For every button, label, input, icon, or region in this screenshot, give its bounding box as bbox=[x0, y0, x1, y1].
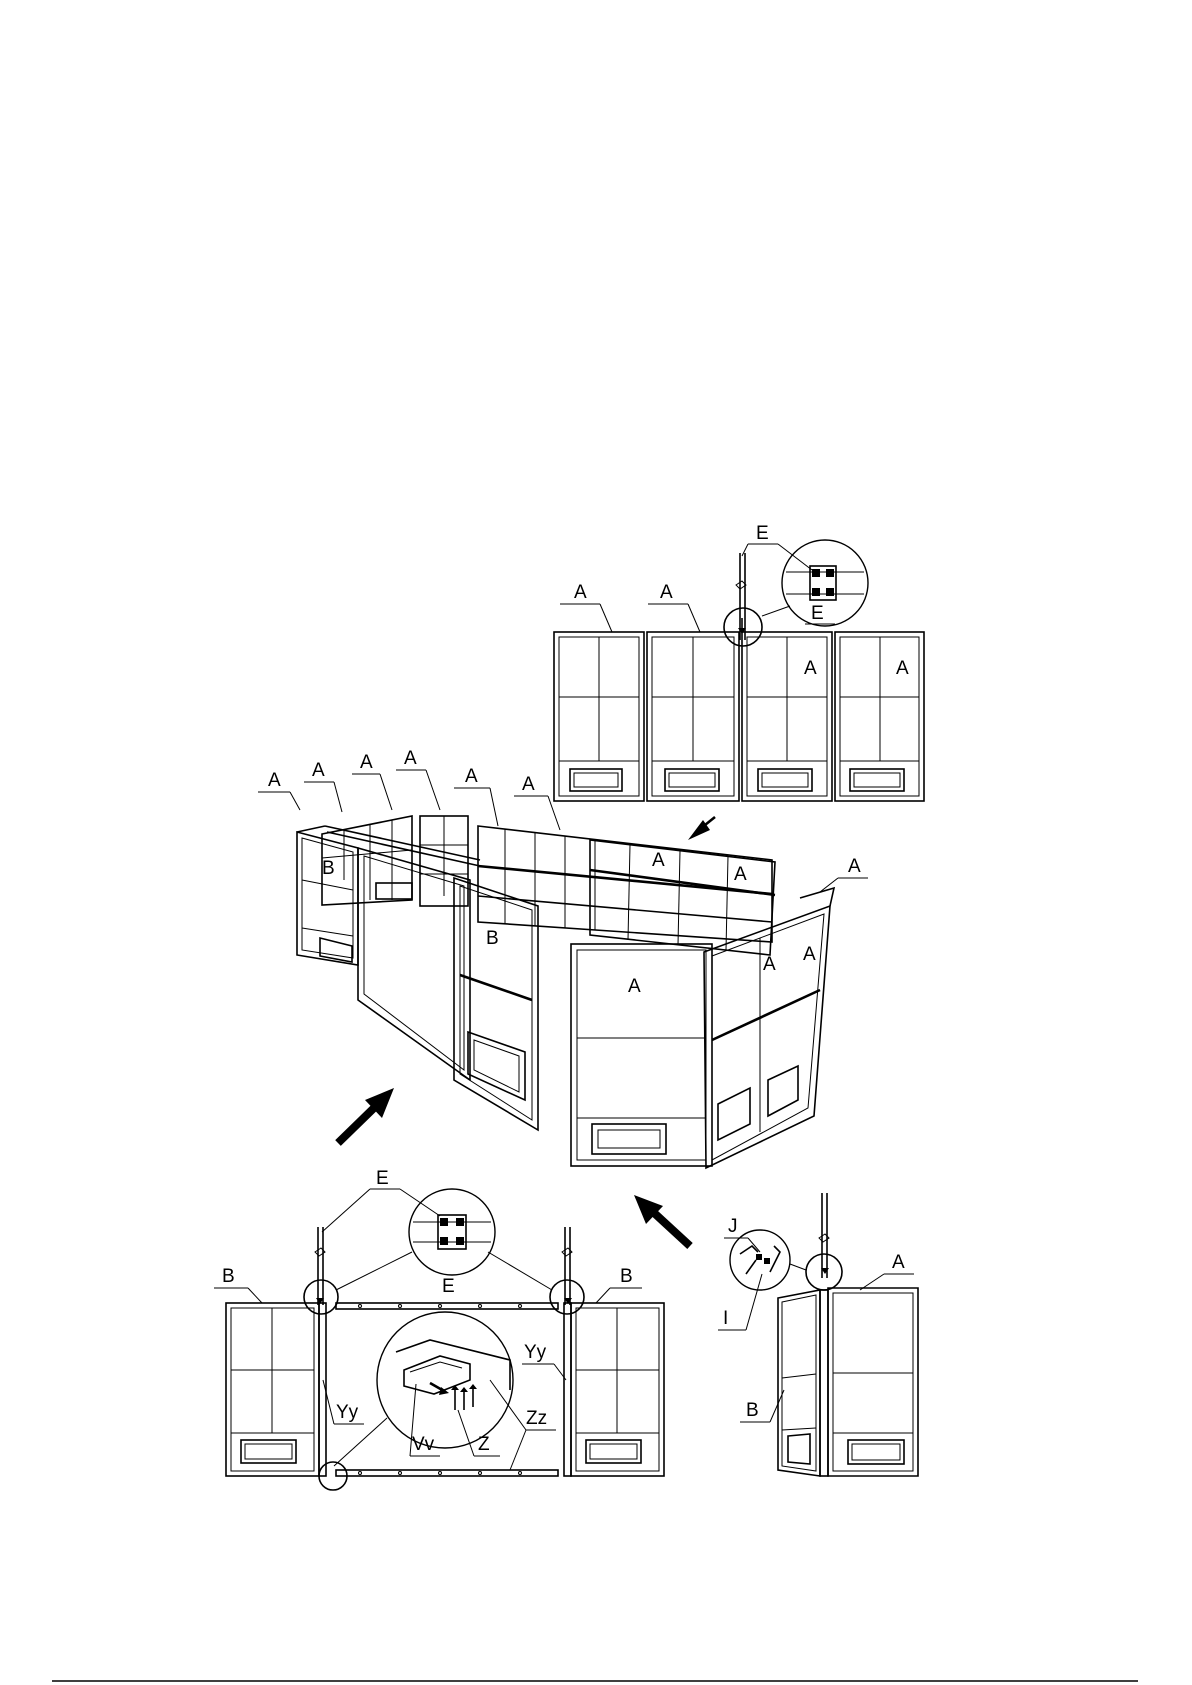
bottom-right-b-panel bbox=[571, 1303, 664, 1476]
label-b-corner: B bbox=[746, 1400, 759, 1421]
label-zz: Zz bbox=[526, 1408, 547, 1429]
bottom-left-b-panel bbox=[226, 1303, 319, 1476]
label-a-top-1: A bbox=[574, 582, 587, 603]
label-a-mid-6: A bbox=[522, 774, 535, 795]
corner-a-panel bbox=[828, 1288, 918, 1476]
arrow-right-to-middle bbox=[634, 1195, 690, 1246]
front-a-panel bbox=[571, 944, 712, 1166]
label-b-bottom-1: B bbox=[222, 1266, 235, 1287]
label-a-mid-3: A bbox=[360, 752, 373, 773]
right-connector-strip bbox=[564, 1303, 571, 1476]
label-z: Z bbox=[478, 1434, 490, 1455]
label-a-mid-10: A bbox=[763, 954, 776, 975]
label-a-mid-5: A bbox=[465, 766, 478, 787]
label-e-top-1: E bbox=[756, 523, 769, 544]
label-b-mid-1: B bbox=[322, 858, 335, 879]
label-e-bottom-1: E bbox=[376, 1168, 389, 1189]
label-i: I bbox=[723, 1308, 728, 1329]
label-e-bottom-2: E bbox=[442, 1276, 455, 1297]
back-wall bbox=[322, 816, 772, 942]
label-j: J bbox=[728, 1216, 738, 1237]
right-side-panels bbox=[704, 888, 834, 1168]
label-a-mid-8: A bbox=[652, 850, 665, 871]
top-panel-3 bbox=[742, 632, 832, 801]
label-a-mid-4: A bbox=[404, 748, 417, 769]
label-a-mid-2: A bbox=[312, 760, 325, 781]
top-panel-4 bbox=[835, 632, 924, 801]
screws bbox=[451, 1384, 477, 1410]
label-a-corner: A bbox=[892, 1252, 905, 1273]
corner-connector-strip bbox=[820, 1290, 828, 1476]
label-a-mid-11: A bbox=[803, 944, 816, 965]
label-a-top-4: A bbox=[896, 658, 909, 679]
label-yy-bottom-2: Yy bbox=[524, 1342, 547, 1363]
label-a-mid-1: A bbox=[268, 770, 281, 791]
label-yy-bottom-1: Yy bbox=[336, 1402, 359, 1423]
middle-b-panel bbox=[454, 878, 538, 1130]
top-panel-1 bbox=[554, 632, 644, 801]
bottom-right-assembly bbox=[730, 1193, 918, 1476]
label-a-mid-12: A bbox=[628, 976, 641, 997]
bottom-e-detail-bubble bbox=[336, 1189, 552, 1290]
label-a-top-2: A bbox=[660, 582, 673, 603]
direction-arrows bbox=[338, 817, 715, 1246]
label-a-mid-7: A bbox=[848, 856, 861, 877]
top-panel-row bbox=[554, 540, 924, 801]
label-vv: Vv bbox=[412, 1434, 435, 1455]
bottom-left-assembly bbox=[226, 1189, 664, 1490]
label-b-bottom-2: B bbox=[620, 1266, 633, 1287]
label-a-top-3: A bbox=[804, 658, 817, 679]
corner-detail-bubble bbox=[730, 1230, 806, 1290]
arrow-left-to-middle bbox=[338, 1088, 394, 1143]
label-e-top-2: E bbox=[811, 603, 824, 624]
corner-b-panel bbox=[778, 1290, 820, 1476]
label-a-mid-9: A bbox=[734, 864, 747, 885]
left-end-panel bbox=[297, 826, 358, 965]
top-panel-2 bbox=[647, 632, 739, 801]
arrow-top-to-middle bbox=[688, 817, 715, 840]
assembled-enclosure bbox=[297, 816, 834, 1168]
label-b-mid-2: B bbox=[486, 928, 499, 949]
corner-post bbox=[806, 1193, 842, 1290]
